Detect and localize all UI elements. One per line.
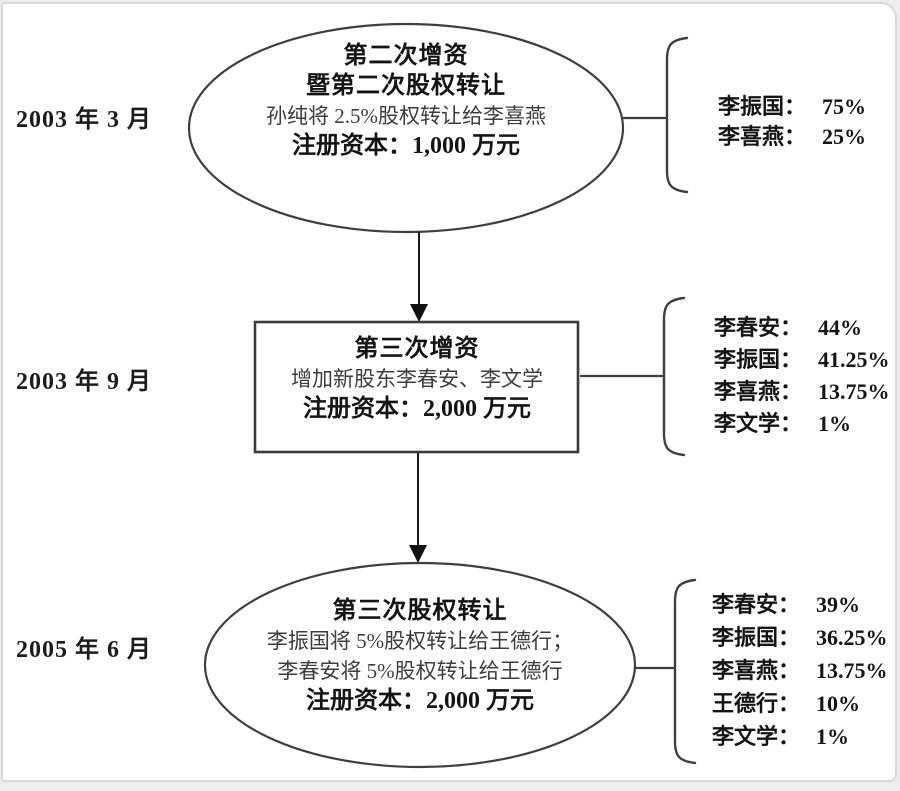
stage2-bracket bbox=[662, 296, 686, 457]
shareholder-name: 李文学： bbox=[714, 411, 803, 436]
shareholder-percent: 13.75% bbox=[816, 658, 888, 683]
page-bottom-edge bbox=[0, 782, 900, 791]
shareholder-name: 李春安： bbox=[712, 592, 801, 617]
shareholder-row: 李文学： 1% bbox=[714, 408, 890, 440]
shareholder-row: 李喜燕： 13.75% bbox=[712, 654, 888, 687]
stage1-ellipse bbox=[187, 22, 625, 234]
shareholder-percent: 1% bbox=[818, 411, 851, 436]
shareholder-percent: 13.75% bbox=[818, 379, 890, 404]
stage1-node-text: 第二次增资 暨第二次股权转让 孙纯将 2.5%股权转让给李喜燕 注册资本：1,0… bbox=[196, 41, 616, 162]
stage2-shareholder-list: 李春安： 44% 李振国： 41.25% 李喜燕： 13.75% 李文学： 1% bbox=[714, 312, 890, 440]
shareholder-percent: 10% bbox=[816, 691, 860, 716]
shareholder-row: 李喜燕： 25% bbox=[718, 122, 866, 152]
shareholder-percent: 25% bbox=[822, 124, 866, 149]
arrow2-head bbox=[409, 545, 427, 563]
shareholder-row: 李春安： 39% bbox=[712, 588, 888, 621]
stage3-date-label: 2005 年 6 月 bbox=[16, 637, 152, 663]
stage2-date-label: 2003 年 9 月 bbox=[16, 369, 152, 395]
shareholder-name: 王德行： bbox=[712, 691, 801, 716]
stage3-node-text: 第三次股权转让 李振国将 5%股权转让给王德行； 李春安将 5%股权转让给王德行… bbox=[203, 596, 637, 717]
stage3-title-line: 第三次股权转让 bbox=[332, 598, 508, 624]
shareholder-name: 李春安： bbox=[714, 315, 803, 340]
stage1-shareholder-list: 李振国： 75% 李喜燕： 25% bbox=[718, 92, 866, 152]
shareholder-name: 李喜燕： bbox=[714, 379, 803, 404]
shareholder-row: 李振国： 36.25% bbox=[712, 621, 888, 654]
stage1-title-line1: 第二次增资 bbox=[343, 43, 469, 69]
stage3-shareholder-list: 李春安： 39% 李振国： 36.25% 李喜燕： 13.75% 王德行： 10… bbox=[712, 588, 888, 753]
shareholder-name: 李振国： bbox=[718, 94, 807, 119]
stage3-detail-line1: 李振国将 5%股权转让给王德行； bbox=[266, 629, 574, 653]
shareholder-name: 李振国： bbox=[712, 625, 801, 650]
arrow1-head bbox=[410, 304, 428, 322]
stage2-detail-line: 增加新股东李春安、李文学 bbox=[291, 367, 543, 391]
shareholder-percent: 41.25% bbox=[818, 347, 890, 372]
stage1-date-label: 2003 年 3 月 bbox=[16, 107, 152, 133]
stage2-rect bbox=[253, 320, 580, 454]
shareholder-percent: 36.25% bbox=[816, 625, 888, 650]
stage1-title-line2: 暨第二次股权转让 bbox=[306, 73, 506, 99]
stage1-bracket bbox=[665, 36, 689, 194]
stage1-detail-line: 孙纯将 2.5%股权转让给李喜燕 bbox=[266, 104, 546, 128]
shareholder-name: 李喜燕： bbox=[712, 658, 801, 683]
shareholder-row: 李文学： 1% bbox=[712, 720, 888, 753]
shareholder-row: 王德行： 10% bbox=[712, 687, 888, 720]
stage3-capital-line: 注册资本：2,000 万元 bbox=[306, 688, 534, 714]
shareholder-row: 李春安： 44% bbox=[714, 312, 890, 344]
shareholder-name: 李喜燕： bbox=[718, 124, 807, 149]
stage2-title-line: 第三次增资 bbox=[354, 336, 480, 362]
stage1-capital-line: 注册资本：1,000 万元 bbox=[292, 133, 520, 159]
stage3-ellipse bbox=[203, 561, 637, 769]
shareholder-row: 李喜燕： 13.75% bbox=[714, 376, 890, 408]
shareholder-name: 李振国： bbox=[714, 347, 803, 372]
stage2-capital-line: 注册资本：2,000 万元 bbox=[303, 396, 531, 422]
shareholder-percent: 39% bbox=[816, 592, 860, 617]
stage3-detail-line2: 李春安将 5%股权转让给王德行 bbox=[277, 659, 563, 683]
shareholder-percent: 44% bbox=[818, 315, 862, 340]
shareholder-percent: 75% bbox=[822, 94, 866, 119]
shareholder-percent: 1% bbox=[816, 724, 849, 749]
shareholder-row: 李振国： 75% bbox=[718, 92, 866, 122]
shareholder-row: 李振国： 41.25% bbox=[714, 344, 890, 376]
shareholder-name: 李文学： bbox=[712, 724, 801, 749]
stage2-node-text: 第三次增资 增加新股东李春安、李文学 注册资本：2,000 万元 bbox=[257, 334, 577, 425]
stage3-bracket bbox=[673, 578, 697, 765]
